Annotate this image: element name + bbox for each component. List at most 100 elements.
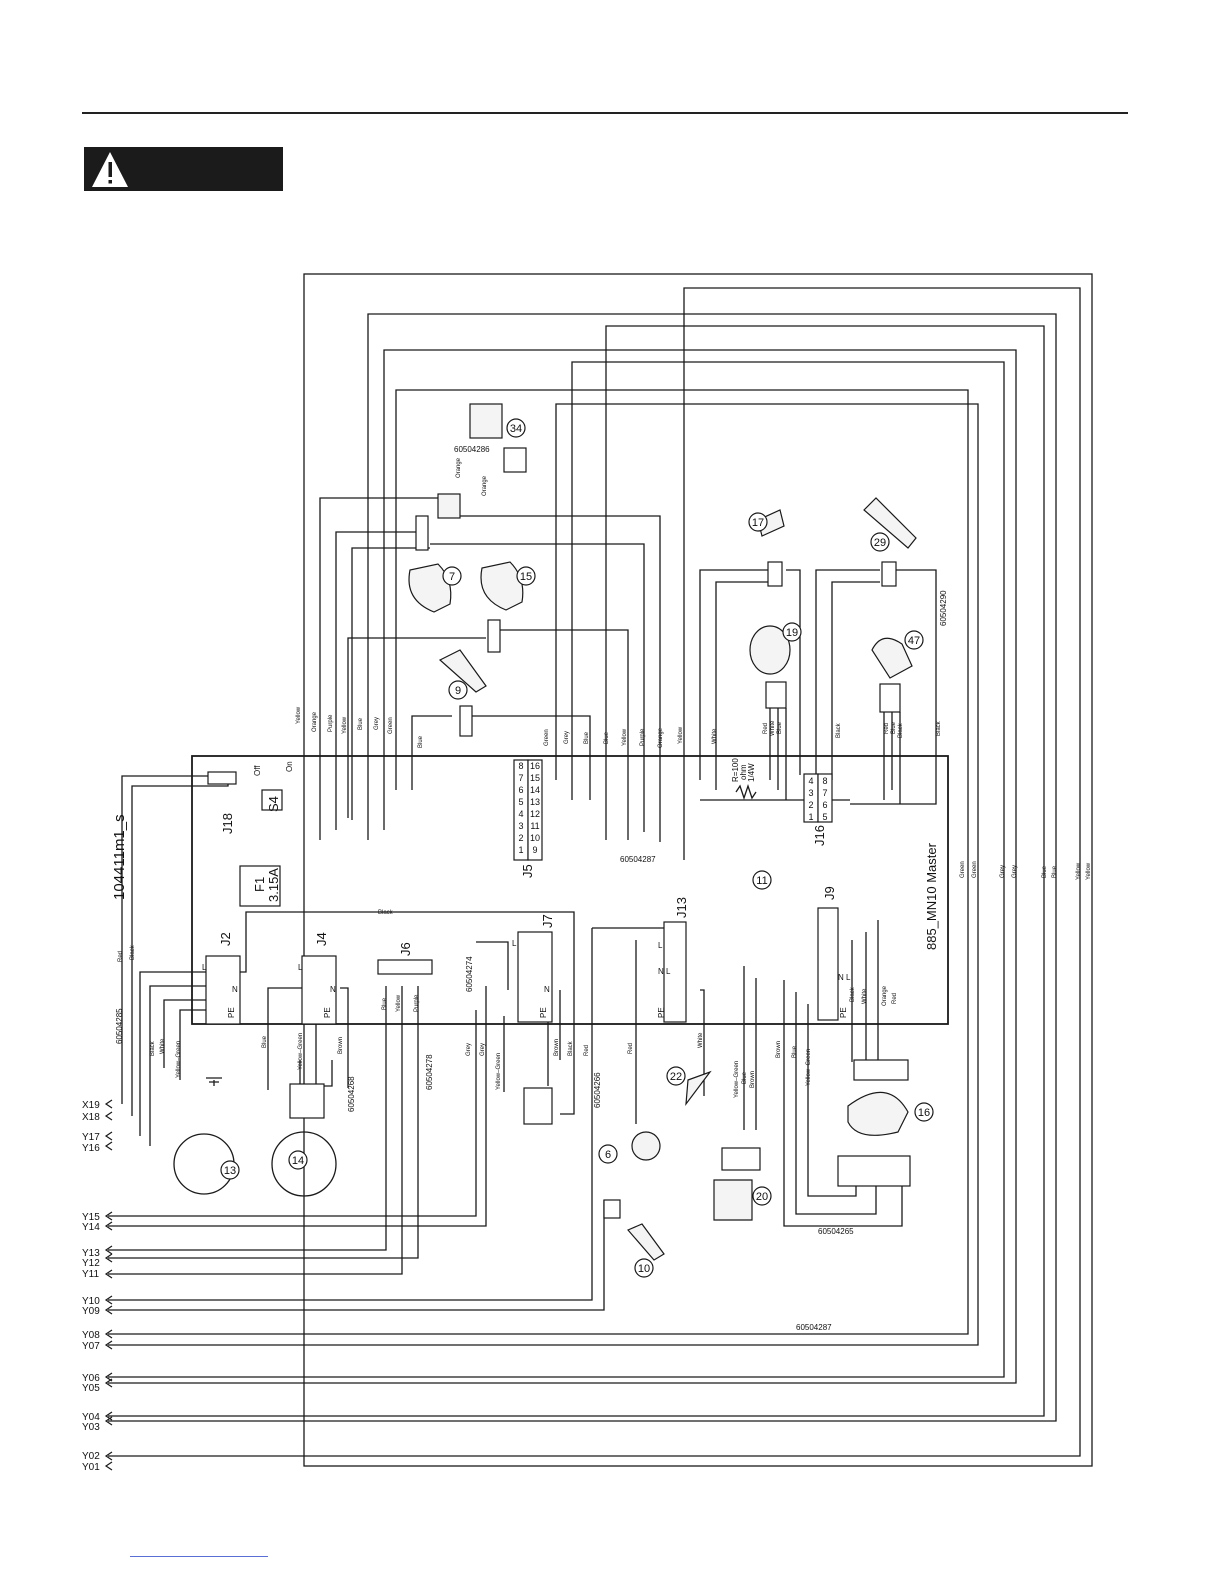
svg-text:5: 5 xyxy=(518,797,523,807)
thermostat-6-icon xyxy=(631,1131,661,1161)
terminal-y01: Y01 xyxy=(82,1462,100,1473)
component-15-label: 15 xyxy=(520,571,532,583)
switch-on-label: On xyxy=(285,761,294,772)
wire-label: Yellow–Green xyxy=(176,1041,182,1078)
wire-label: Orange xyxy=(882,985,888,1006)
wire-label: Yellow xyxy=(678,726,684,744)
wire-label: White xyxy=(862,988,868,1004)
wire-label: Blue xyxy=(792,1045,798,1058)
pin-letter: PE xyxy=(839,1007,848,1018)
terminal-y12: Y12 xyxy=(82,1258,100,1269)
wire-label: Yellow xyxy=(396,994,402,1012)
wire-label: Blue xyxy=(777,721,783,734)
terminal-y15: Y15 xyxy=(82,1212,100,1223)
fuse-label: F1 xyxy=(252,877,267,892)
pin-letter: L xyxy=(846,973,851,982)
wire-label: Brown xyxy=(338,1037,344,1054)
wire-label: Brown xyxy=(554,1039,560,1056)
wire-label: Purple xyxy=(640,728,646,746)
header-rule xyxy=(82,112,1128,114)
svg-text:6: 6 xyxy=(822,800,827,810)
wire-label: Yellow–Green xyxy=(734,1061,740,1098)
wire-label: Black xyxy=(568,1040,574,1056)
wire-label: White xyxy=(770,720,776,736)
wire-label: White xyxy=(160,1038,166,1054)
wire-label: Grey xyxy=(374,717,380,730)
terminal-y13: Y13 xyxy=(82,1248,100,1259)
part-60504287-bottom: 60504287 xyxy=(796,1323,832,1332)
wire-label: Grey xyxy=(564,731,570,744)
connector-j16-label: J16 xyxy=(812,825,827,846)
wire-label: Blue xyxy=(1042,865,1048,878)
svg-text:11: 11 xyxy=(530,821,539,831)
wire-label: Orange xyxy=(312,711,318,732)
wire-label: Orange xyxy=(658,727,664,748)
part-60504274: 60504274 xyxy=(465,956,474,992)
drawing-id: 104411m1_s xyxy=(111,814,128,900)
component-22-label: 22 xyxy=(670,1071,682,1083)
wire-label: Orange xyxy=(456,457,462,478)
sensor-10-icon xyxy=(627,1223,665,1261)
svg-text:7: 7 xyxy=(518,773,523,783)
terminal-x18: X18 xyxy=(82,1112,100,1123)
terminal-y05: Y05 xyxy=(82,1383,100,1394)
svg-text:5: 5 xyxy=(822,812,827,822)
wire-label: Blue xyxy=(891,721,897,734)
wire-label: Brown xyxy=(750,1071,756,1088)
component-14-detail-circle xyxy=(271,1131,337,1197)
terminal-y10: Y10 xyxy=(82,1296,100,1307)
warning-banner xyxy=(84,147,283,191)
pin-letter: L xyxy=(666,967,671,976)
pin-letter: N xyxy=(838,973,844,982)
component-14-label: 14 xyxy=(292,1155,304,1167)
svg-text:2: 2 xyxy=(518,833,523,843)
svg-text:1: 1 xyxy=(808,812,813,822)
wire-label: Red xyxy=(892,993,898,1004)
sensor-9-icon xyxy=(438,649,487,693)
board-name: 885_MN10 Master xyxy=(924,842,939,950)
pin-letter: PE xyxy=(227,1007,236,1018)
wire-label: Green xyxy=(544,729,550,746)
display-module-icon xyxy=(469,403,503,439)
wire-label: Yellow xyxy=(1086,862,1092,880)
wire-label: Grey xyxy=(1000,865,1006,878)
wire-label: Grey xyxy=(466,1043,472,1056)
wire-label: Black xyxy=(150,1040,156,1056)
pin-letter: L xyxy=(298,963,303,972)
part-60504278: 60504278 xyxy=(425,1054,434,1090)
wire-label: Black xyxy=(378,910,394,916)
wire-label: Yellow xyxy=(296,706,302,724)
pin-letter: PE xyxy=(657,1007,666,1018)
connector-j13-label: J13 xyxy=(674,897,689,918)
warning-icon xyxy=(92,152,128,187)
part-60504286: 60504286 xyxy=(454,445,490,454)
component-19-label: 19 xyxy=(786,627,798,639)
connector-j4-label: J4 xyxy=(314,932,329,946)
terminal-y17: Y17 xyxy=(82,1132,100,1143)
resistor-value: R=100 xyxy=(731,758,740,782)
terminal-y16: Y16 xyxy=(82,1143,100,1154)
wire-label: Red xyxy=(884,723,890,734)
svg-text:3: 3 xyxy=(808,788,813,798)
switch-s4-label: S4 xyxy=(266,796,281,812)
svg-text:1: 1 xyxy=(518,845,523,855)
component-34-label: 34 xyxy=(510,423,522,435)
wire-label: Orange xyxy=(482,475,488,496)
component-16-label: 16 xyxy=(918,1107,930,1119)
sensor-29-icon xyxy=(863,497,917,549)
wire-label: Brown xyxy=(776,1041,782,1058)
component-20-label: 20 xyxy=(756,1191,768,1203)
part-60504266: 60504266 xyxy=(593,1072,602,1108)
terminal-y04: Y04 xyxy=(82,1412,100,1423)
fan-16-icon xyxy=(847,1091,909,1136)
connector-j7-label: J7 xyxy=(540,914,555,928)
pump-15-icon xyxy=(480,561,524,611)
svg-text:3: 3 xyxy=(518,821,523,831)
footer-link-underline[interactable] xyxy=(130,1556,268,1557)
wire-label: Red xyxy=(118,951,124,962)
terminal-y07: Y07 xyxy=(82,1341,100,1352)
part-60504290: 60504290 xyxy=(939,590,948,626)
wire-label: Grey xyxy=(480,1043,486,1056)
terminal-x19: X19 xyxy=(82,1100,100,1111)
